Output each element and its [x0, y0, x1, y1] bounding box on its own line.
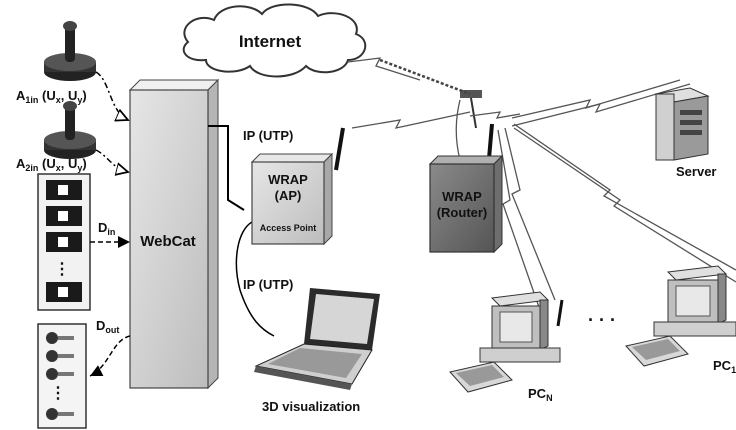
pcn-label: PCN — [528, 386, 553, 403]
led-panel: ⋮ — [37, 323, 87, 429]
switch-1-icon — [46, 180, 82, 200]
laptop-label: 3D visualization — [262, 399, 360, 414]
wireless-link-ap — [351, 111, 471, 129]
dout-arrow — [89, 335, 131, 377]
switch-2-icon — [46, 206, 82, 226]
wrap-router-box: WRAP (Router) — [428, 123, 504, 254]
internet-label: Internet — [239, 32, 302, 51]
utp-cable-ap-laptop — [235, 221, 275, 337]
joystick-a1-icon — [44, 21, 96, 81]
a2-label: A2in (Ux, Uy) — [16, 156, 87, 173]
wireless-link-pc1-a — [513, 123, 736, 271]
pcn-icon — [449, 291, 564, 393]
server-label: Server — [676, 164, 716, 179]
wrap-ap-box: WRAP (AP) Access Point — [250, 127, 345, 246]
pc-dots: · · · — [588, 310, 616, 330]
led-1-icon — [46, 332, 74, 344]
internet-cloud: Internet — [182, 3, 367, 78]
wrap-ap-line3: Access Point — [260, 223, 317, 233]
switch-panel: ⋮ — [37, 173, 91, 311]
wireless-link-pcn-b — [497, 129, 541, 311]
a2-arrow — [95, 149, 128, 172]
wireless-link-pc1-b — [513, 127, 736, 283]
dout-label: Dout — [96, 318, 119, 335]
wireless-link-router — [469, 111, 521, 119]
a1-arrow — [95, 71, 128, 120]
webcat-label: WebCat — [140, 233, 196, 250]
ap-antenna-icon — [334, 127, 345, 171]
webcat-box: WebCat — [128, 78, 220, 390]
server-icon — [654, 87, 710, 161]
switch-3-icon — [46, 232, 82, 252]
switch-ellipsis: ⋮ — [54, 261, 70, 278]
wireless-links — [347, 57, 736, 311]
wrap-ap-line2: (AP) — [275, 188, 302, 203]
ip-utp-top-label: IP (UTP) — [243, 128, 293, 143]
wrap-router-line2: (Router) — [437, 205, 488, 220]
led-ellipsis: ⋮ — [50, 385, 66, 402]
led-n-icon — [46, 408, 74, 420]
a1-label: A1in (Ux, Uy) — [16, 88, 87, 105]
antenna-mast-icon — [379, 58, 482, 129]
din-label: Din — [98, 220, 115, 237]
wireless-link-server-a — [511, 79, 681, 119]
wrap-router-line1: WRAP — [442, 189, 482, 204]
utp-cable-webcat-ap — [208, 125, 245, 211]
led-3-icon — [46, 368, 74, 380]
ip-utp-bottom-label: IP (UTP) — [243, 277, 293, 292]
wireless-link-server-b — [511, 83, 691, 127]
wireless-link-pcn-a — [504, 127, 556, 301]
led-2-icon — [46, 350, 74, 362]
switch-n-icon — [46, 282, 82, 302]
wireless-link-internet — [347, 57, 421, 81]
laptop-icon — [254, 288, 380, 390]
pc-right-label: PC1 — [713, 358, 736, 375]
joystick-a2-icon — [44, 101, 96, 159]
wrap-ap-line1: WRAP — [268, 172, 308, 187]
pc-right-icon — [625, 265, 736, 367]
mast-to-router-cable — [455, 99, 461, 161]
